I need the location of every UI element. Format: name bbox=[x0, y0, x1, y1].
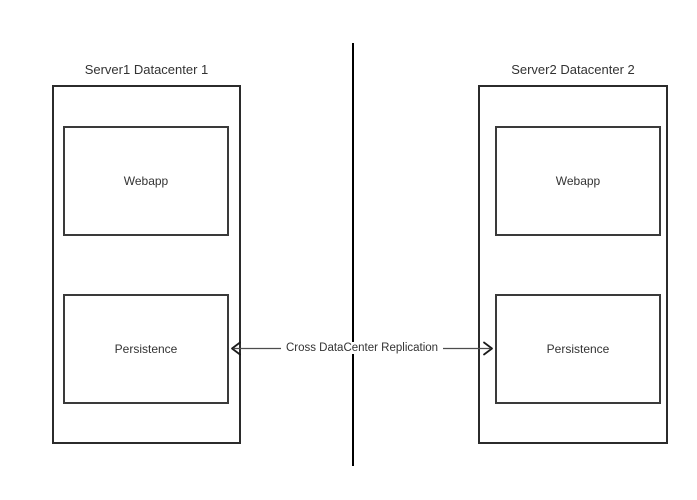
component-label: Persistence bbox=[546, 341, 610, 356]
replication-connector-label-text: Cross DataCenter Replication bbox=[280, 342, 444, 354]
datacenter-boundary-divider bbox=[352, 43, 354, 466]
replication-connector-label: Cross DataCenter Replication bbox=[228, 340, 496, 356]
component-label: Persistence bbox=[114, 341, 178, 356]
component-webapp-datacenter-2[interactable]: Webapp bbox=[495, 126, 661, 236]
component-persistence-datacenter-1[interactable]: Persistence bbox=[63, 294, 229, 404]
component-label: Webapp bbox=[555, 173, 601, 188]
datacenter-2-title: Server2 Datacenter 2 bbox=[511, 62, 635, 77]
datacenter-1-title: Server1 Datacenter 1 bbox=[84, 62, 209, 77]
component-webapp-datacenter-1[interactable]: Webapp bbox=[63, 126, 229, 236]
component-persistence-datacenter-2[interactable]: Persistence bbox=[495, 294, 661, 404]
component-label: Webapp bbox=[123, 173, 169, 188]
